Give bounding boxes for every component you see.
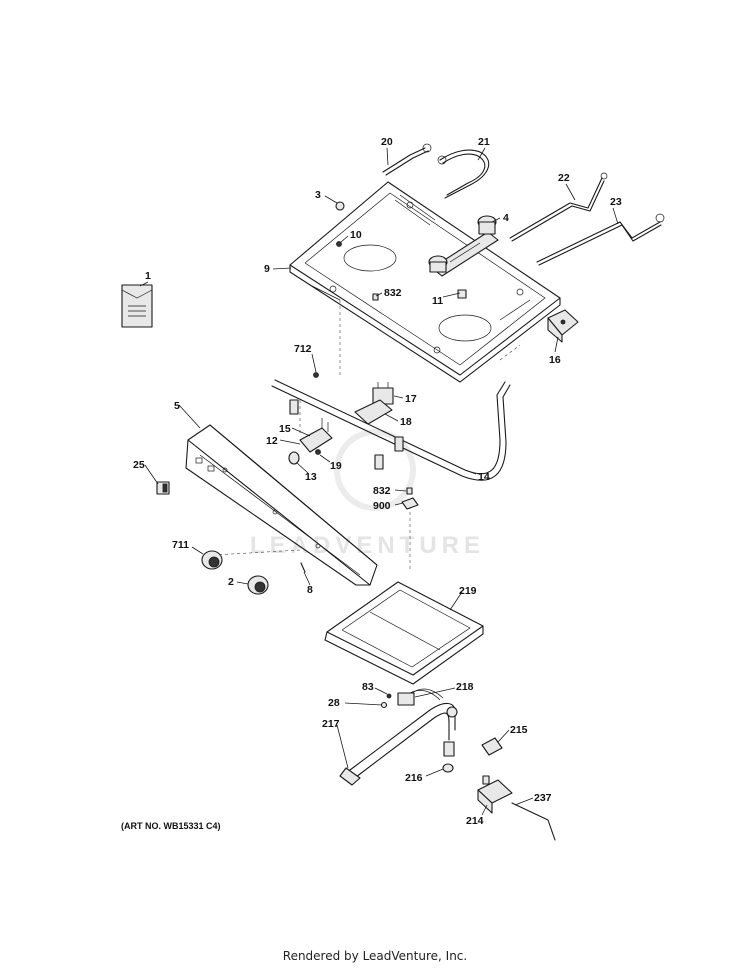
owners-manual [121, 284, 153, 328]
callout-21: 21 [478, 136, 490, 148]
knob-711 [201, 550, 223, 570]
callout-15: 15 [279, 423, 291, 435]
callout-2: 2 [228, 576, 234, 588]
callout-8: 8 [307, 584, 313, 596]
callout-217: 217 [322, 718, 340, 730]
callout-83: 83 [362, 681, 374, 693]
screw-8 [300, 562, 306, 573]
callout-214: 214 [466, 815, 484, 827]
callout-12: 12 [266, 435, 278, 447]
callout-900: 900 [373, 500, 391, 512]
igniter [397, 688, 444, 706]
leader-lines [139, 147, 619, 816]
switch-bracket [354, 399, 393, 425]
callout-13: 13 [305, 471, 317, 483]
callout-18: 18 [400, 416, 412, 428]
footer-credit: Rendered by LeadVenture, Inc. [282, 949, 468, 963]
callout-10: 10 [350, 229, 362, 241]
callout-5: 5 [174, 400, 180, 412]
valve-switch [299, 418, 333, 453]
burner-base-pan [289, 181, 561, 383]
fasteners [313, 201, 467, 510]
callout-20: 20 [381, 136, 393, 148]
callout-4: 4 [503, 212, 509, 224]
gas-tube-21 [437, 149, 490, 199]
callout-23: 23 [610, 196, 622, 208]
watermark: LEADVENTURE [250, 429, 480, 559]
spring-216 [442, 741, 455, 773]
regulator-bracket [547, 309, 579, 343]
callout-219: 219 [459, 585, 477, 597]
orifice-holder [481, 737, 503, 756]
small-fasteners-lower [380, 693, 392, 709]
callout-28: 28 [328, 697, 340, 709]
oven-valve [477, 775, 513, 814]
clip-25 [156, 481, 170, 495]
knob-2 [247, 575, 269, 595]
valve-knob-stem [288, 451, 300, 465]
callout-1: 1 [145, 270, 151, 282]
callout-218: 218 [456, 681, 474, 693]
callout-labels: 20 21 3 4 10 9 22 23 1 832 11 16 712 17 … [133, 136, 622, 827]
callout-832-mid: 832 [373, 485, 391, 497]
callout-215: 215 [510, 724, 528, 736]
rod-237 [511, 802, 556, 841]
callout-22: 22 [558, 172, 570, 184]
lower-burner-tube [339, 702, 458, 786]
ignition-switch [372, 382, 394, 405]
screw-19 [315, 449, 321, 455]
callout-17: 17 [405, 393, 417, 405]
callout-19: 19 [330, 460, 342, 472]
callout-216: 216 [405, 772, 423, 784]
callout-25: 25 [133, 459, 145, 471]
callout-711: 711 [172, 539, 189, 551]
callout-16: 16 [549, 354, 561, 366]
callout-832-top: 832 [384, 287, 402, 299]
lower-burner-shield [324, 581, 484, 685]
manifold-panel [185, 424, 378, 586]
gas-tube-22 [509, 172, 608, 242]
burner-valve-assembly [428, 215, 499, 277]
gas-tube-20 [382, 143, 432, 176]
gas-tube-23 [536, 213, 665, 266]
callout-712: 712 [294, 343, 312, 355]
callout-3: 3 [315, 189, 321, 201]
art-number: (ART NO. WB15331 C4) [121, 821, 221, 831]
callout-237: 237 [534, 792, 552, 804]
assembly-lines [214, 300, 521, 570]
callout-11: 11 [432, 295, 443, 307]
callout-9: 9 [264, 263, 270, 275]
callout-14: 14 [478, 471, 490, 483]
